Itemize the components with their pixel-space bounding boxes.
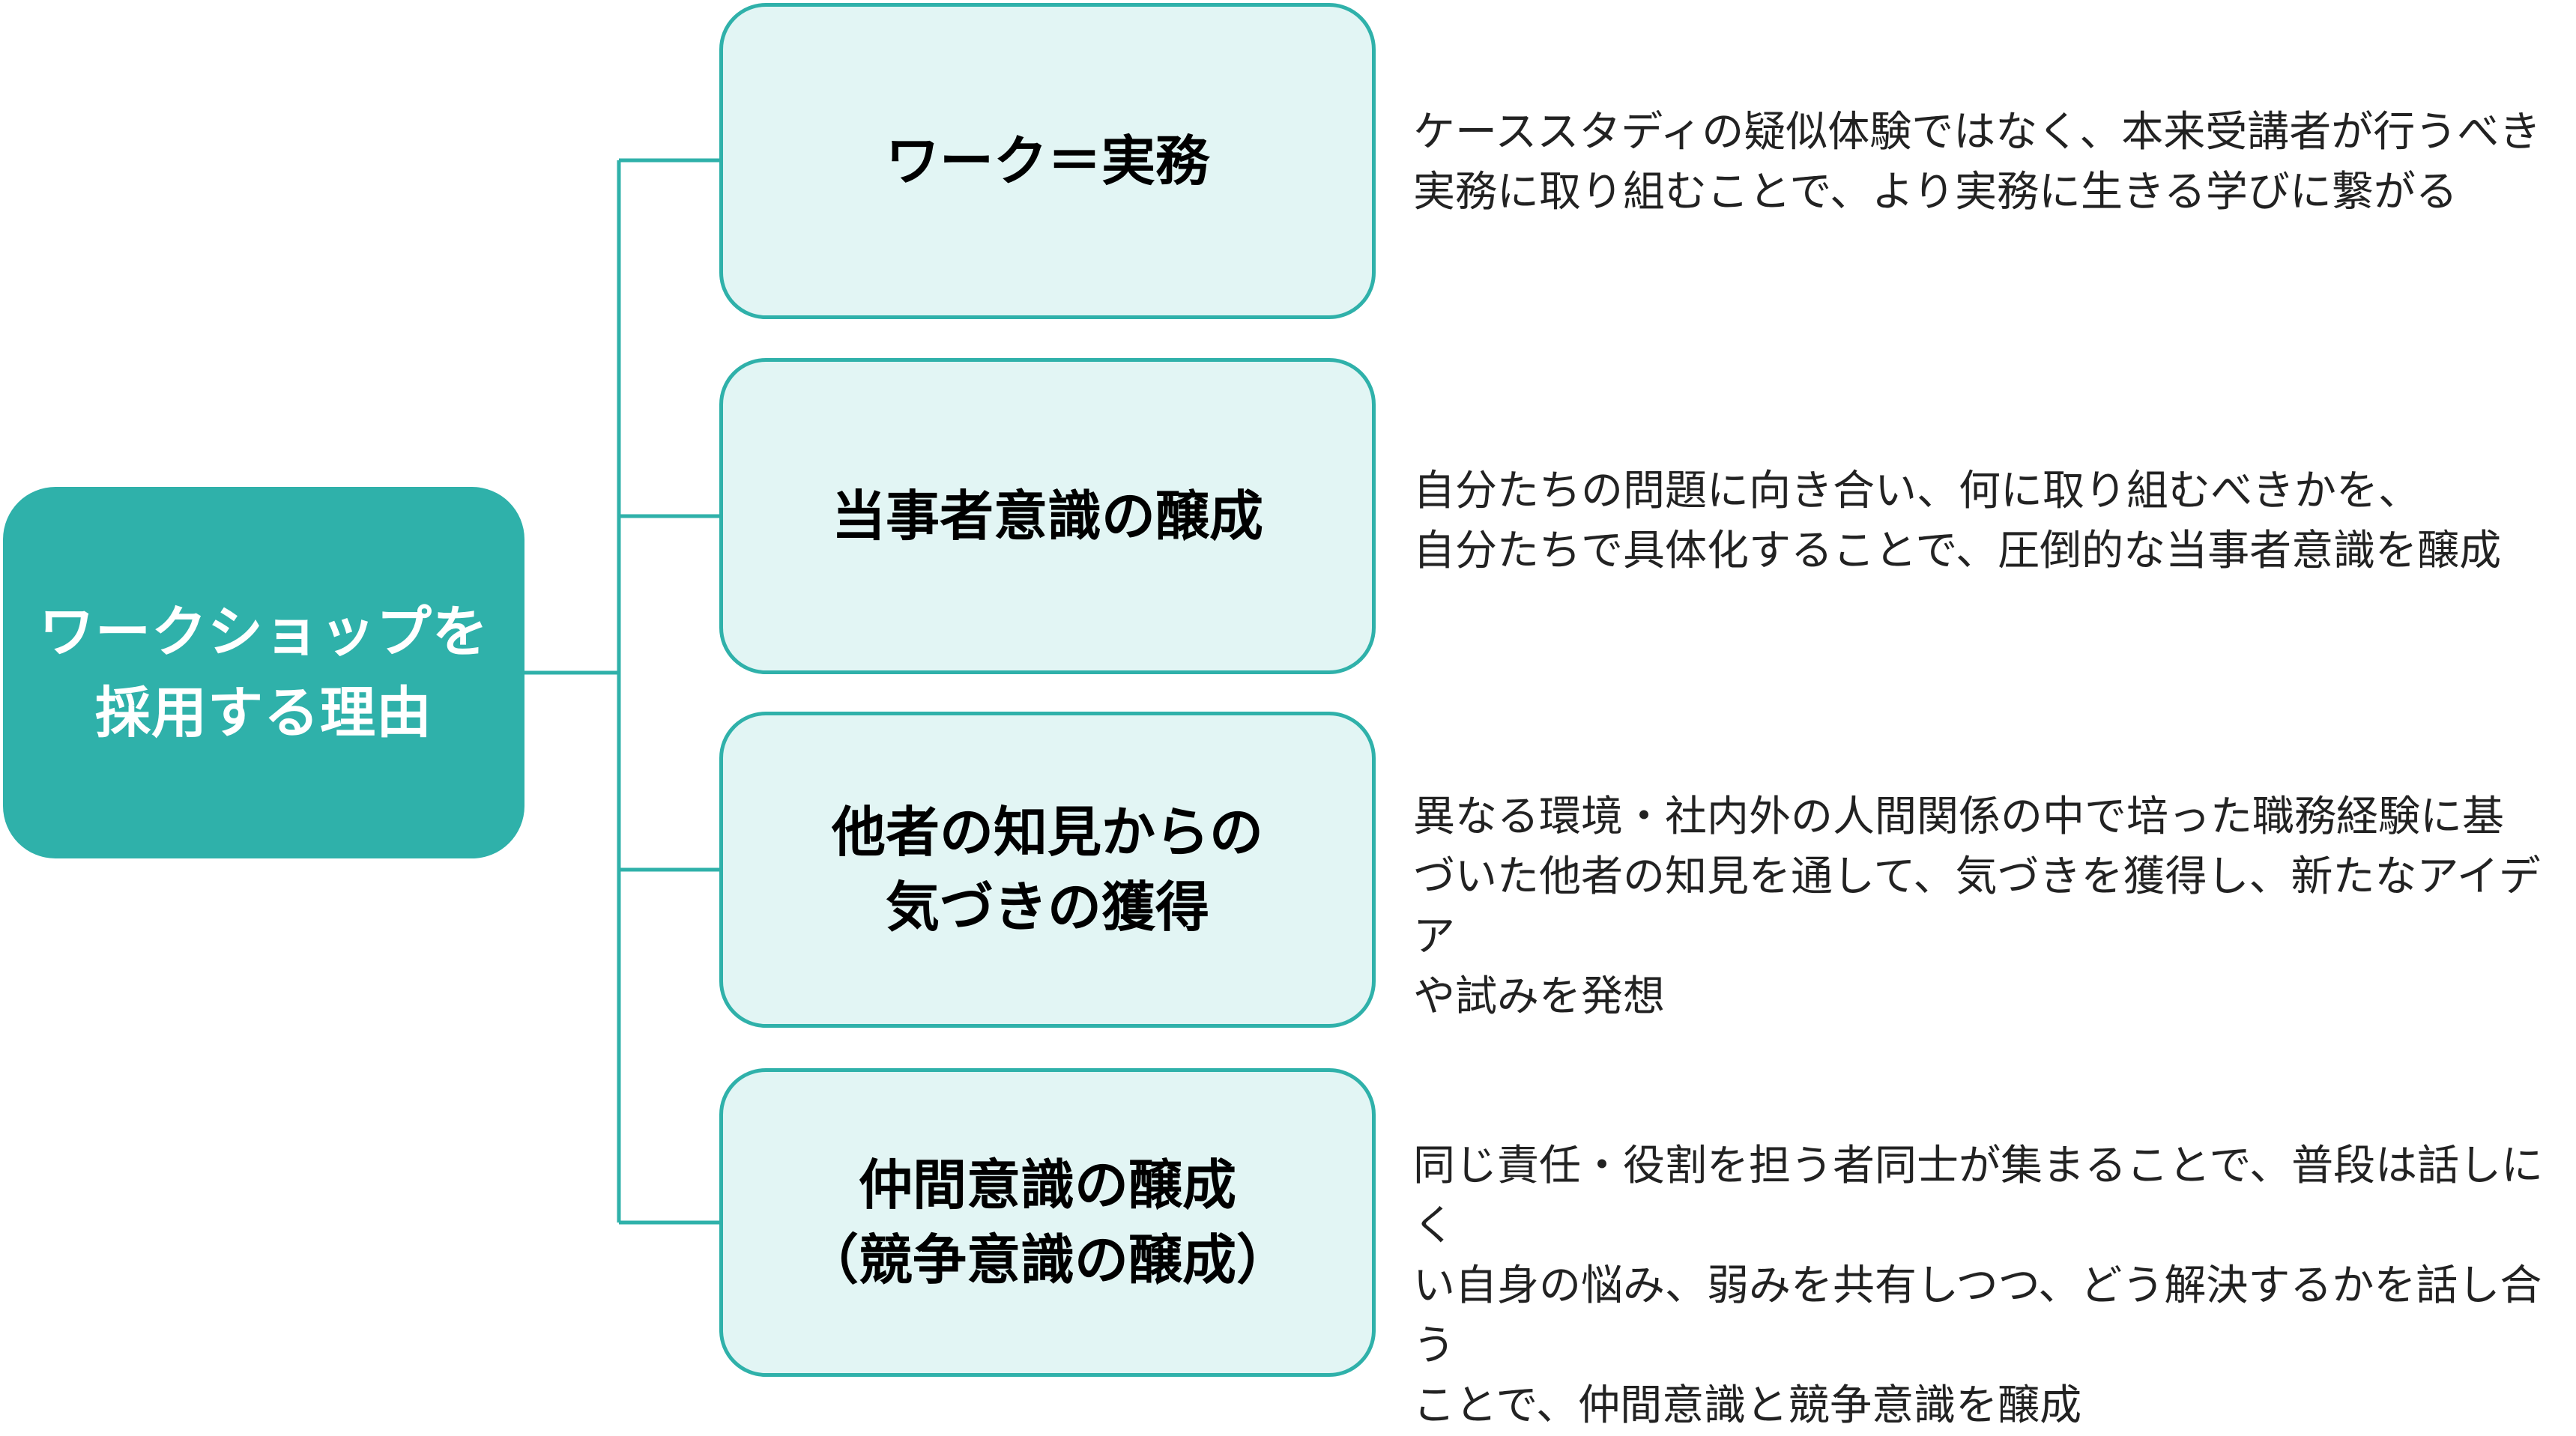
reason-title-2: 当事者意識の醸成 [831,485,1263,548]
reason-description-3: 異なる環境・社内外の人間関係の中で培った職務経験に基 づいた他者の知見を通して、… [1413,793,2541,1021]
reason-box-4: 仲間意識の醸成 （競争意識の醸成） [719,1068,1376,1377]
reason-description-1: ケーススタディの疑似体験ではなく、本来受講者が行うべき 実務に取り組むことで、よ… [1413,108,2542,216]
reason-description-4: 同じ責任・役割を担う者同士が集まることで、普段は話しにく い自身の悩み、弱みを共… [1413,1142,2544,1430]
reason-title-3: 他者の知見からの 気づきの獲得 [831,801,1263,939]
reason-description-2: 自分たちの問題に向き合い、何に取り組むべきかを、 自分たちで具体化することで、圧… [1413,467,2502,575]
reason-box-3: 他者の知見からの 気づきの獲得 [719,712,1376,1028]
reason-box-2: 当事者意識の醸成 [719,358,1376,674]
root-node: ワークショップを 採用する理由 [3,487,524,858]
reason-box-1: ワーク＝実務 [719,3,1376,319]
reason-title-4: 仲間意識の醸成 （競争意識の醸成） [804,1154,1290,1291]
connector-lines [524,158,719,1225]
reason-title-1: ワーク＝実務 [885,130,1209,193]
root-title: ワークショップを 採用する理由 [39,600,489,745]
